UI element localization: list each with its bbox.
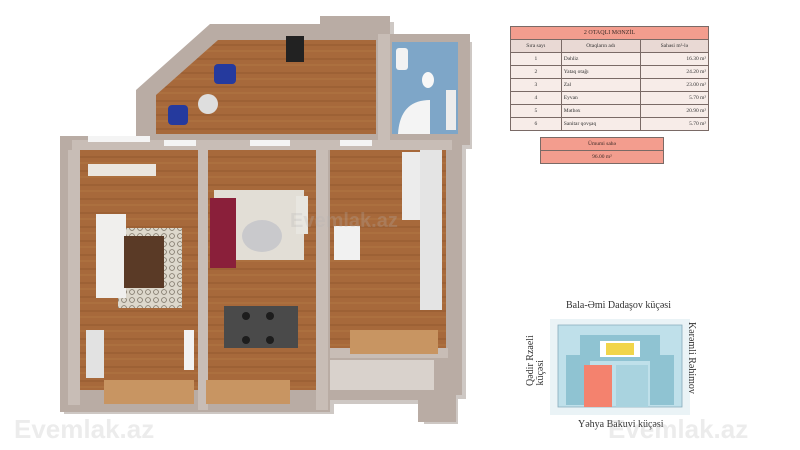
watermark: Evemlak.az xyxy=(290,210,398,232)
watermark: Evemlak.az xyxy=(14,414,155,444)
location-map xyxy=(550,319,690,415)
street-label-right: Kərəmli Rəhimov xyxy=(686,322,697,394)
col-header-area: Sahəsi m²-lə xyxy=(639,39,710,53)
col-header-number: Sıra sayı xyxy=(510,39,562,53)
total-area-box: Ümumi sahə 96.00 m² xyxy=(540,137,664,164)
floor-living xyxy=(208,150,316,390)
room-area-table: 2 OTAQLI MƏNZİL Sıra sayı Otaqların adı … xyxy=(510,26,710,131)
street-label-top: Bala-Əmi Dadaşov küçəsi xyxy=(566,300,671,311)
watermark: Evemlak.az xyxy=(608,414,749,444)
apartment-highlight xyxy=(584,365,612,407)
street-label-left-suffix: küçəsi xyxy=(535,360,546,386)
table-title: 2 OTAQLI MƏNZİL xyxy=(510,26,709,40)
total-value: 96.00 m² xyxy=(540,150,664,164)
street-label-bottom: Yəhya Bakuvi küçəsi xyxy=(578,419,664,430)
total-label: Ümumi sahə xyxy=(540,137,664,151)
col-header-room: Otaqların adı xyxy=(560,39,641,53)
